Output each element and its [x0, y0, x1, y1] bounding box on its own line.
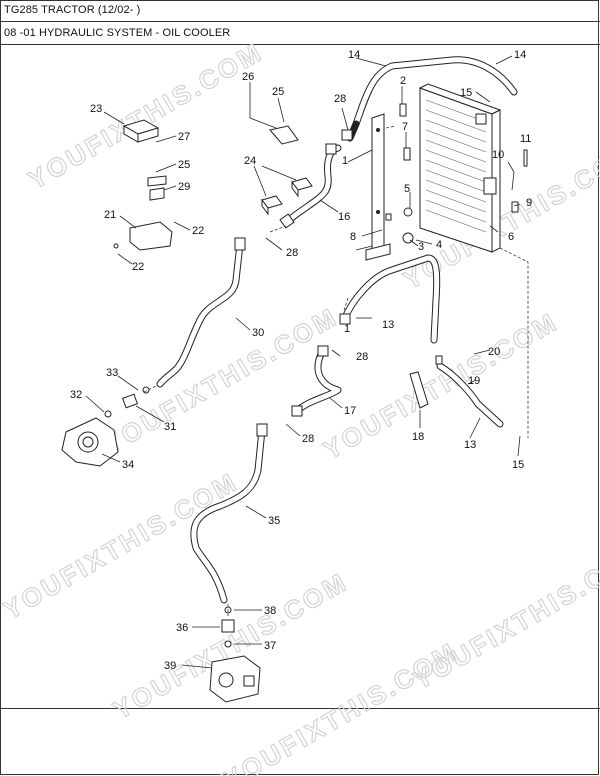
callout: 3 — [418, 241, 424, 253]
callout: 39 — [164, 660, 176, 672]
callout: 19 — [468, 375, 480, 387]
callout: 29 — [178, 181, 190, 193]
callout: 21 — [104, 209, 116, 221]
callout: 5 — [404, 183, 410, 195]
callout: 13 — [382, 319, 394, 331]
callout: 20 — [488, 346, 500, 358]
valve-block — [122, 119, 167, 201]
callout: 13 — [464, 439, 476, 451]
hose-30 — [156, 237, 246, 388]
callout: 25 — [272, 86, 284, 98]
mounting-bracket — [365, 113, 391, 261]
section-title: 08 -01 HYDRAULIC SYSTEM - OIL COOLER — [4, 27, 231, 39]
callout: 14 — [514, 49, 526, 61]
hose-13-lower — [409, 355, 504, 428]
watermark: YOUFIXTHIS.COM — [318, 306, 563, 465]
footer-divider — [0, 708, 600, 709]
callout: 11 — [520, 133, 531, 145]
callout: 28 — [286, 247, 298, 259]
control-valve — [209, 606, 261, 703]
callout: 15 — [512, 459, 524, 471]
watermark: YOUFIXTHIS.COM — [0, 466, 243, 625]
callout: 15 — [460, 87, 472, 99]
callout: 32 — [70, 389, 82, 401]
callout: 17 — [344, 405, 356, 417]
callout: 9 — [526, 197, 532, 209]
callout: 35 — [268, 515, 280, 527]
callout: 25 — [178, 159, 190, 171]
callout: 16 — [338, 211, 350, 223]
hose-17 — [291, 345, 342, 417]
connection-lines — [143, 125, 529, 616]
callout: 38 — [264, 605, 276, 617]
callout-labels: 1 1 2 3 4 5 6 7 8 9 10 11 13 13 14 14 15… — [70, 49, 532, 672]
header-divider — [0, 21, 600, 22]
callout: 7 — [402, 121, 408, 133]
callout: 31 — [164, 421, 176, 433]
hose-35 — [190, 423, 268, 604]
callout: 37 — [264, 640, 276, 652]
watermark: YOUFIXTHIS.COM — [23, 36, 268, 195]
callout: 33 — [106, 367, 118, 379]
callout: 30 — [252, 327, 264, 339]
oil-cooler-radiator — [418, 83, 502, 253]
callout: 10 — [492, 149, 504, 161]
callout: 1 — [344, 323, 350, 335]
pipe-13 — [339, 254, 441, 344]
callout: 8 — [350, 231, 356, 243]
callout: 23 — [90, 103, 102, 115]
callout: 28 — [334, 93, 346, 105]
leader-lines — [85, 55, 521, 669]
page-title: TG285 TRACTOR (12/02- ) — [4, 4, 141, 16]
bracket-21 — [113, 221, 173, 251]
hydraulic-pump — [61, 386, 150, 467]
fitting-blocks — [249, 117, 313, 216]
callout: 4 — [436, 239, 442, 251]
callout: 14 — [348, 49, 360, 61]
callout: 27 — [178, 131, 190, 143]
callout: 24 — [244, 155, 256, 167]
hose-16 — [279, 129, 353, 229]
callout: 18 — [412, 431, 424, 443]
callout: 6 — [508, 231, 514, 243]
watermark: YOUFIXTHIS.COM — [218, 636, 463, 776]
header-divider — [0, 44, 600, 45]
callout: 22 — [132, 261, 144, 273]
callout: 26 — [242, 71, 254, 83]
callout: 22 — [192, 225, 204, 237]
callout: 28 — [356, 351, 368, 363]
callout: 36 — [176, 622, 188, 634]
callout: 1 — [342, 155, 348, 167]
callout: 34 — [122, 459, 134, 471]
callout: 28 — [302, 433, 314, 445]
callout: 2 — [400, 75, 406, 87]
